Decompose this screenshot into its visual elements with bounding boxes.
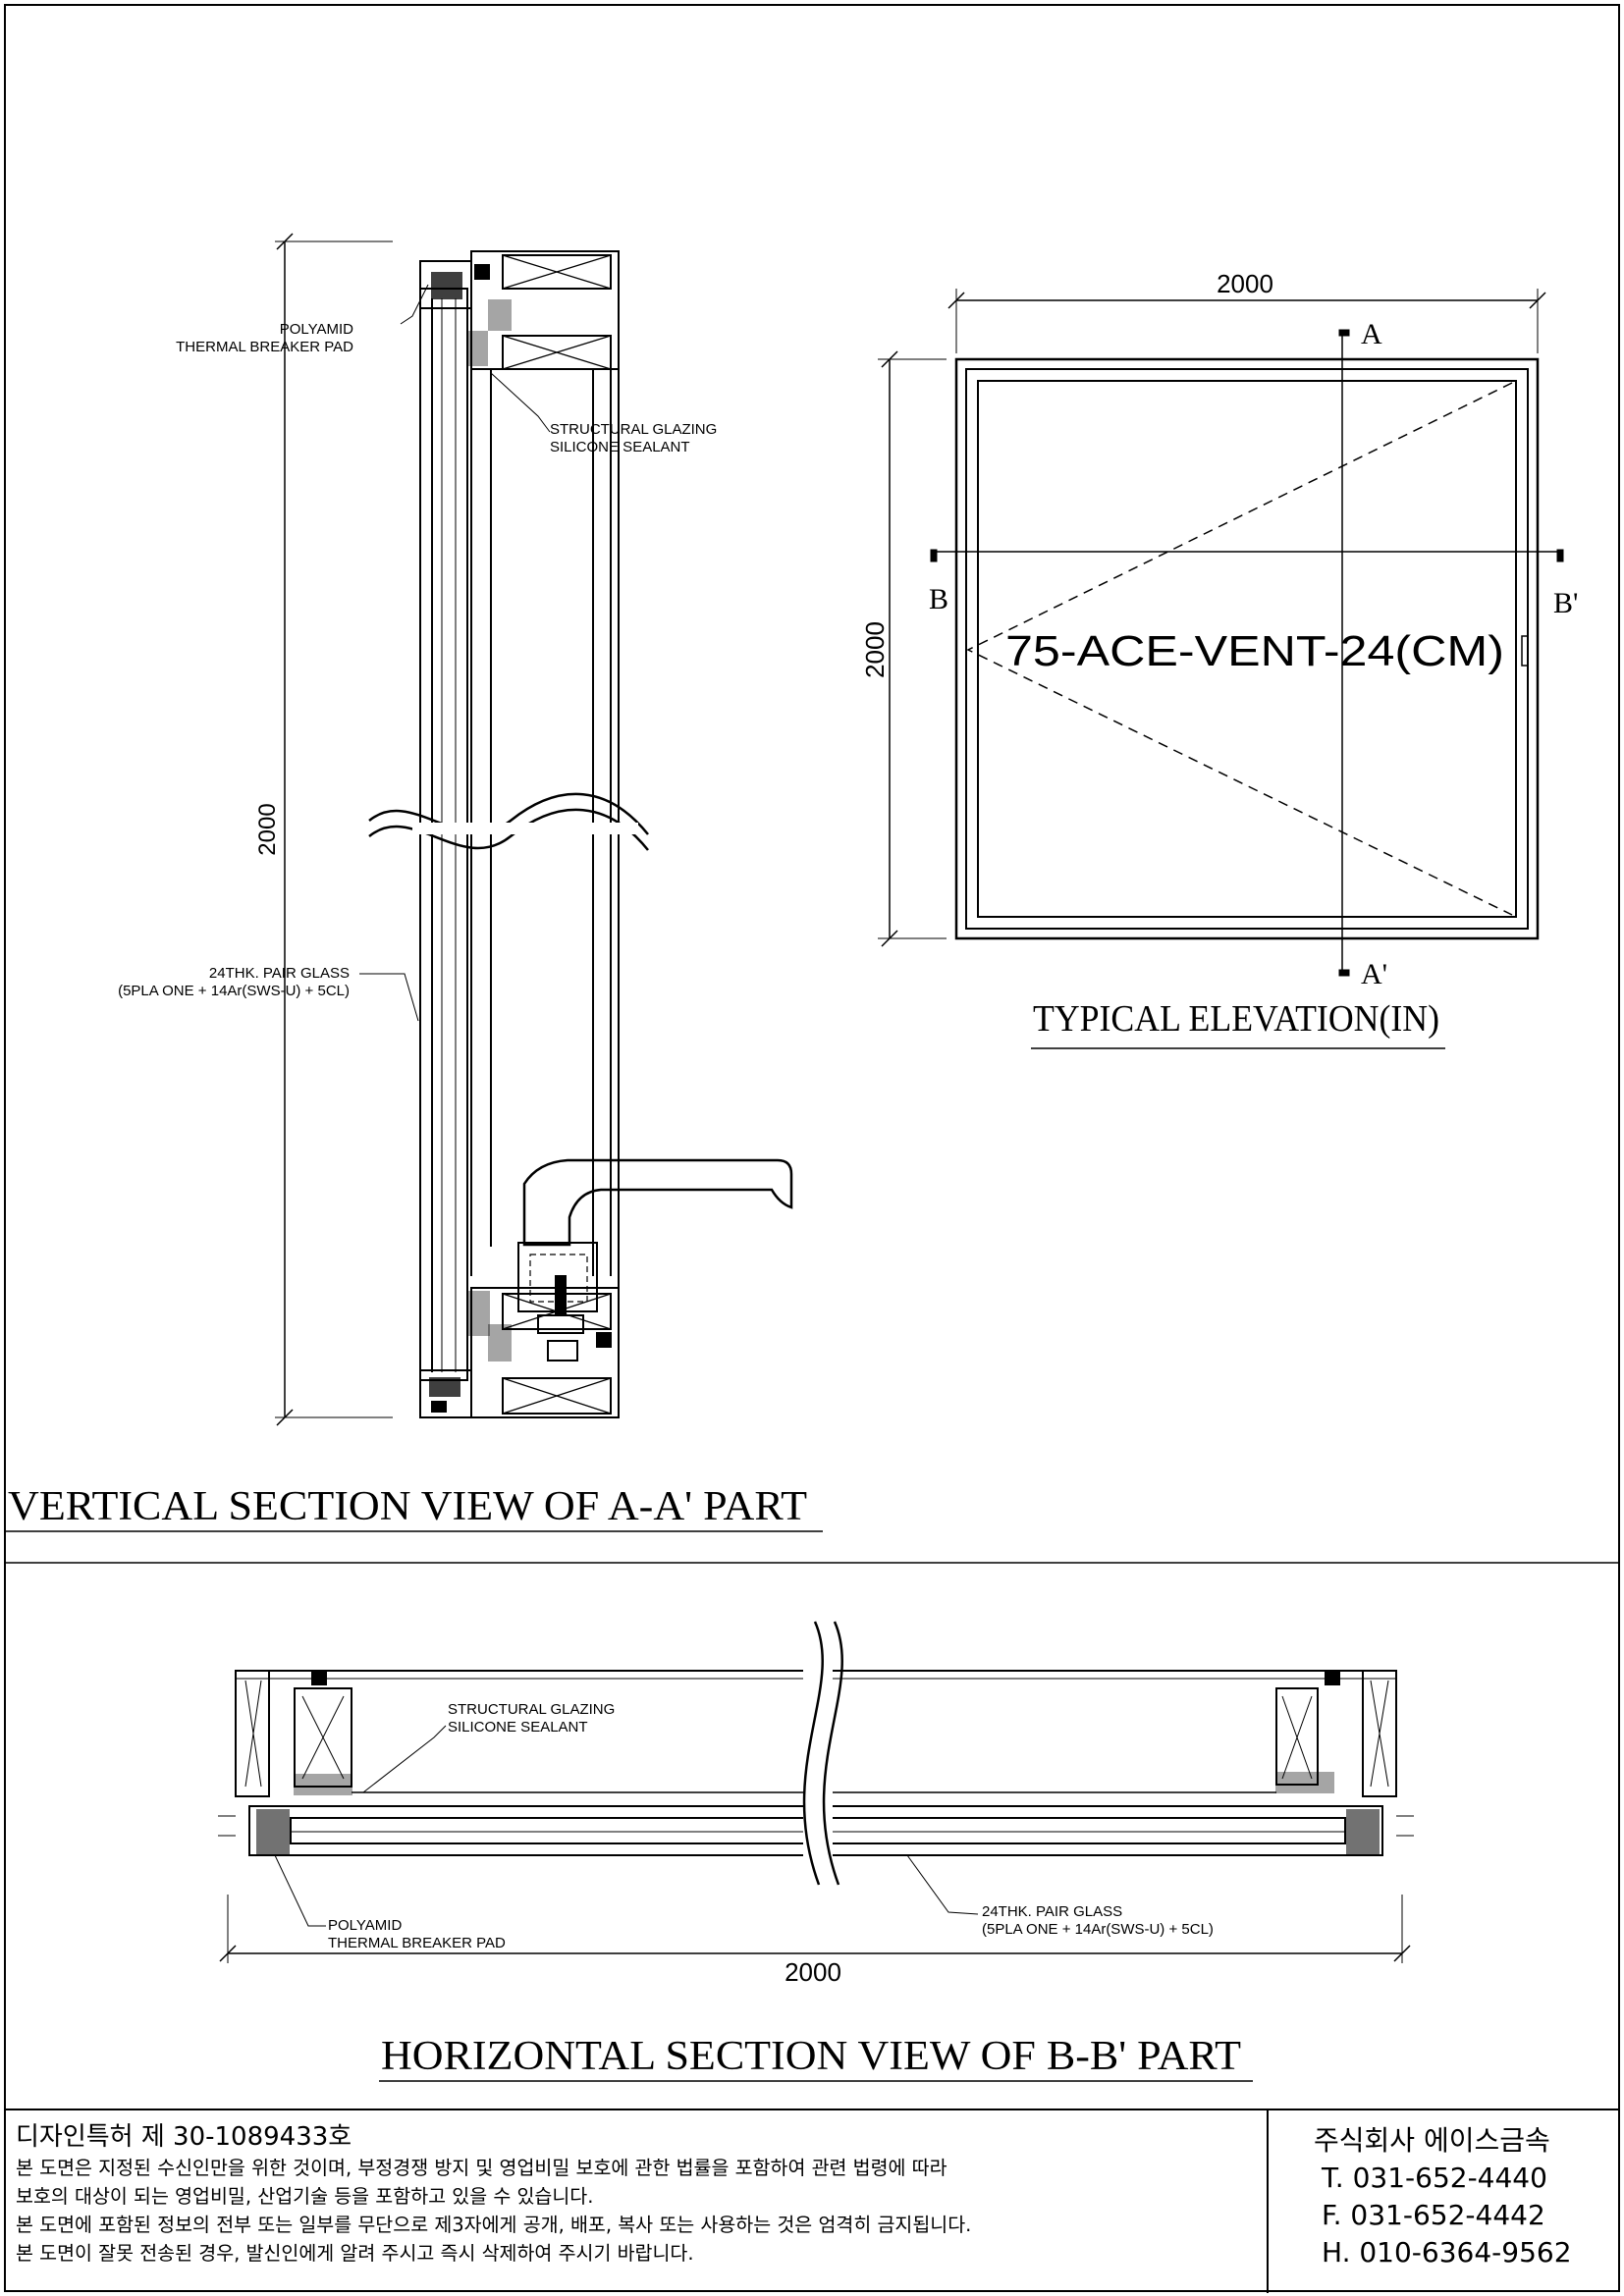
notice-line-2: 보호의 대상이 되는 영업비밀, 산업기술 등을 포함하고 있을 수 있습니다. — [16, 2185, 594, 2208]
vertical-section-title: VERTICAL SECTION VIEW OF A-A' PART — [8, 1484, 807, 1529]
company-info: 주식회사 에이스금속 T. 031-652-4440 F. 031-652-44… — [1267, 2110, 1620, 2293]
elevation-height-dimension: 2000 — [860, 621, 890, 678]
vs-pad-label-1: POLYAMID — [280, 321, 353, 338]
vs-sealant-label-1: STRUCTURAL GLAZING — [550, 421, 717, 438]
sheet-border — [4, 4, 1620, 2292]
patent-number: 디자인특허 제 30-1089433호 — [16, 2122, 352, 2152]
vs-glass-label-1: 24THK. PAIR GLASS — [209, 965, 350, 982]
notice-line-4: 본 도면이 잘못 전송된 경우, 발신인에게 알려 주시고 즉시 삭제하여 주시… — [16, 2242, 694, 2265]
legal-notice: 디자인특허 제 30-1089433호 본 도면은 지정된 수신인만을 위한 것… — [16, 2120, 1253, 2268]
hs-sealant-label-1: STRUCTURAL GLAZING — [448, 1701, 615, 1718]
vertical-section-labels: POLYAMID THERMAL BREAKER PAD STRUCTURAL … — [118, 321, 717, 999]
hs-glass-label-2: (5PLA ONE + 14Ar(SWS-U) + 5CL) — [982, 1921, 1214, 1938]
elevation-drawing — [878, 289, 1564, 977]
hs-pad-label-2: THERMAL BREAKER PAD — [328, 1935, 506, 1951]
model-name: 75-ACE-VENT-24(CM) — [1005, 627, 1504, 675]
hs-dimension-text: 2000 — [785, 1957, 841, 1987]
mark-a: A — [1361, 318, 1382, 350]
opening-direction-lines — [966, 382, 1513, 916]
notice-line-1: 본 도면은 지정된 수신인만을 위한 것이며, 부정경쟁 방지 및 영업비밀 보… — [16, 2157, 947, 2179]
title-block: 디자인특허 제 30-1089433호 본 도면은 지정된 수신인만을 위한 것… — [6, 2109, 1618, 2293]
elevation-handle — [1521, 635, 1529, 667]
horizontal-section-title: HORIZONTAL SECTION VIEW OF B-B' PART — [381, 2034, 1241, 2079]
company-name: 주식회사 에이스금속 — [1314, 2124, 1550, 2157]
horizontal-section-labels: STRUCTURAL GLAZING SILICONE SEALANT POLY… — [328, 1701, 1214, 1987]
hs-sealant-label-2: SILICONE SEALANT — [448, 1719, 588, 1735]
horizontal-section-drawing — [218, 1621, 1414, 1963]
elevation-sash — [977, 380, 1517, 918]
elevation-text: 2000 2000 75-ACE-VENT-24(CM) — [860, 269, 1504, 678]
elevation-width-dimension: 2000 — [1217, 269, 1273, 298]
phone-number: T. 031-652-4440 — [1322, 2162, 1547, 2194]
vs-sealant-label-2: SILICONE SEALANT — [550, 439, 690, 455]
mark-b: B — [929, 583, 948, 615]
mobile-number: H. 010-6364-9562 — [1322, 2236, 1572, 2269]
mark-a-prime: A' — [1361, 958, 1387, 990]
vertical-section-drawing — [275, 233, 793, 1426]
hs-glass-label-1: 24THK. PAIR GLASS — [982, 1903, 1122, 1920]
hs-pad-label-1: POLYAMID — [328, 1917, 402, 1934]
vs-dimension-text: 2000 — [254, 803, 281, 855]
elevation-title: TYPICAL ELEVATION(IN) — [1033, 998, 1439, 1040]
notice-line-3: 본 도면에 포함된 정보의 전부 또는 일부를 무단으로 제3자에게 공개, 배… — [16, 2214, 972, 2236]
fax-number: F. 031-652-4442 — [1322, 2199, 1545, 2231]
mark-b-prime: B' — [1553, 587, 1578, 619]
vs-pad-label-2: THERMAL BREAKER PAD — [176, 339, 353, 355]
vs-glass-label-2: (5PLA ONE + 14Ar(SWS-U) + 5CL) — [118, 983, 350, 999]
elevation-labels: A A' B B' — [929, 318, 1578, 990]
elevation-outer-frame — [954, 357, 1540, 940]
